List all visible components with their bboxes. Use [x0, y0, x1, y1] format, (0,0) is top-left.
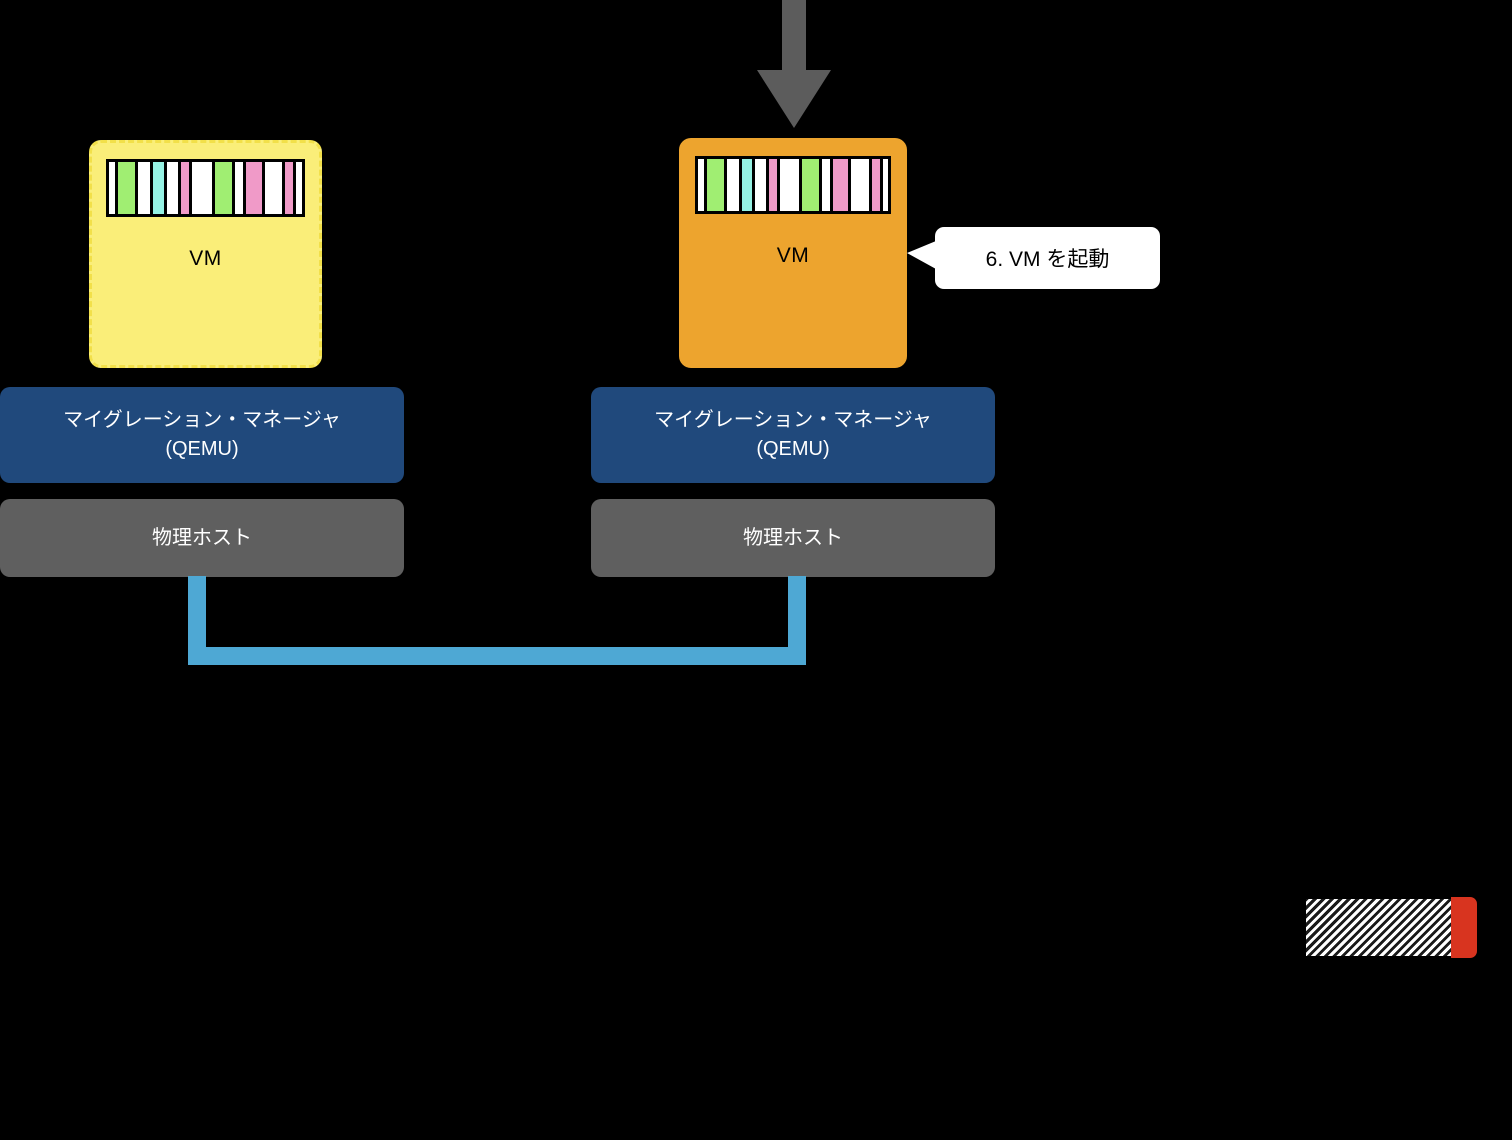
vm-box-destination[interactable]: VM — [679, 138, 907, 368]
memory-cell — [851, 159, 869, 211]
memory-cell — [754, 159, 766, 211]
memory-cell — [138, 162, 151, 214]
memory-cell — [180, 162, 189, 214]
memory-cell — [153, 162, 164, 214]
migration-manager-destination[interactable]: マイグレーション・マネージャ (QEMU) — [591, 387, 995, 483]
memory-cell — [264, 162, 283, 214]
migration-manager-source-line2: (QEMU) — [165, 438, 239, 460]
vm-label-destination: VM — [776, 244, 810, 267]
memory-cell — [779, 159, 800, 211]
memory-cell — [698, 159, 705, 211]
memory-cell — [768, 159, 777, 211]
network-link — [188, 576, 806, 665]
memory-cell — [726, 159, 739, 211]
memory-cell — [234, 162, 243, 214]
memory-cell — [166, 162, 178, 214]
migration-manager-source-line1: マイグレーション・マネージャ — [63, 409, 341, 431]
memory-cell — [832, 159, 849, 211]
memory-cell — [118, 162, 136, 214]
memory-cell — [821, 159, 830, 211]
vm-box-source[interactable]: VM — [89, 140, 322, 368]
physical-host-destination-label: 物理ホスト — [743, 526, 843, 549]
memory-cell — [214, 162, 232, 214]
memory-bar-source — [106, 159, 305, 217]
memory-cell — [191, 162, 212, 214]
memory-cell — [285, 162, 294, 214]
memory-cell — [802, 159, 819, 211]
physical-host-destination[interactable]: 物理ホスト — [591, 499, 995, 577]
physical-host-source-label: 物理ホスト — [152, 526, 252, 549]
memory-cell — [741, 159, 752, 211]
vm-label-source: VM — [189, 247, 222, 270]
callout-text: 6. VM を起動 — [985, 248, 1110, 271]
callout-tail-icon — [907, 241, 936, 269]
memory-cell — [882, 159, 888, 211]
memory-cell — [296, 162, 303, 214]
migration-manager-destination-line1: マイグレーション・マネージャ — [654, 409, 932, 431]
memory-cell — [109, 162, 116, 214]
memory-bar-destination — [695, 156, 891, 214]
migration-manager-source[interactable]: マイグレーション・マネージャ (QEMU) — [0, 387, 404, 483]
memory-cell — [245, 162, 262, 214]
legend-red-marker — [1451, 897, 1477, 958]
memory-cell — [871, 159, 880, 211]
migration-manager-destination-line2: (QEMU) — [756, 438, 830, 460]
incoming-migration-arrow-icon — [757, 0, 831, 128]
callout-start-vm: 6. VM を起動 — [907, 227, 1160, 289]
physical-host-source[interactable]: 物理ホスト — [0, 499, 404, 577]
memory-cell — [707, 159, 724, 211]
hatched-memory-page-swatch — [1306, 899, 1451, 956]
